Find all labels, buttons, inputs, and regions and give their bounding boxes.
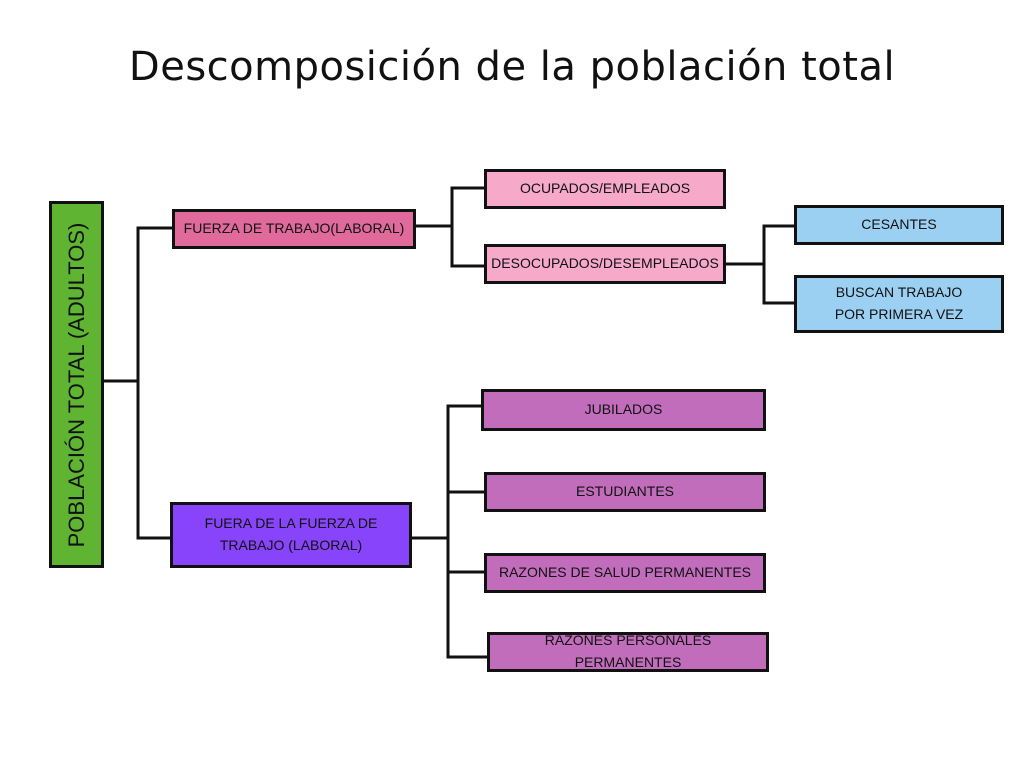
node-personales: RAZONES PERSONALES PERMANENTES xyxy=(487,632,769,672)
node-fuerza-de-trabajo: FUERZA DE TRABAJO(LABORAL) xyxy=(172,209,416,249)
node-fuera-label-line1: FUERA DE LA FUERZA DE xyxy=(204,515,378,532)
node-jubilados: JUBILADOS xyxy=(481,389,766,431)
node-buscan-label-line2: POR PRIMERA VEZ xyxy=(834,306,964,322)
diagram-title: Descomposición de la población total xyxy=(128,44,896,90)
node-fuera-de-la-fuerza: FUERA DE LA FUERZA DE TRABAJO (LABORAL) xyxy=(170,502,412,568)
root-node-label: POBLACIÓN TOTAL (ADULTOS) xyxy=(63,222,89,547)
node-personales-label: RAZONES PERSONALES PERMANENTES xyxy=(544,632,712,670)
node-cesantes-label: CESANTES xyxy=(861,216,937,233)
node-salud-label: RAZONES DE SALUD PERMANENTES xyxy=(498,564,752,581)
node-ocupados: OCUPADOS/EMPLEADOS xyxy=(484,169,726,209)
node-salud: RAZONES DE SALUD PERMANENTES xyxy=(484,553,766,593)
node-cesantes: CESANTES xyxy=(794,205,1004,245)
node-jubilados-label: JUBILADOS xyxy=(584,401,663,418)
root-node-box: POBLACIÓN TOTAL (ADULTOS) xyxy=(49,201,104,568)
node-buscan-label-line1: BUSCAN TRABAJO xyxy=(835,284,963,301)
node-desocupados: DESOCUPADOS/DESEMPLEADOS xyxy=(484,244,726,284)
node-estudiantes-label: ESTUDIANTES xyxy=(575,483,674,500)
node-desocupados-label: DESOCUPADOS/DESEMPLEADOS xyxy=(491,255,719,272)
node-ocupados-label: OCUPADOS/EMPLEADOS xyxy=(519,180,691,197)
node-fuerza-de-trabajo-label: FUERZA DE TRABAJO(LABORAL) xyxy=(183,220,405,237)
node-fuera-label-line2: TRABAJO (LABORAL) xyxy=(219,537,363,553)
node-buscan-trabajo: BUSCAN TRABAJO POR PRIMERA VEZ xyxy=(794,275,1004,333)
node-estudiantes: ESTUDIANTES xyxy=(484,472,766,512)
